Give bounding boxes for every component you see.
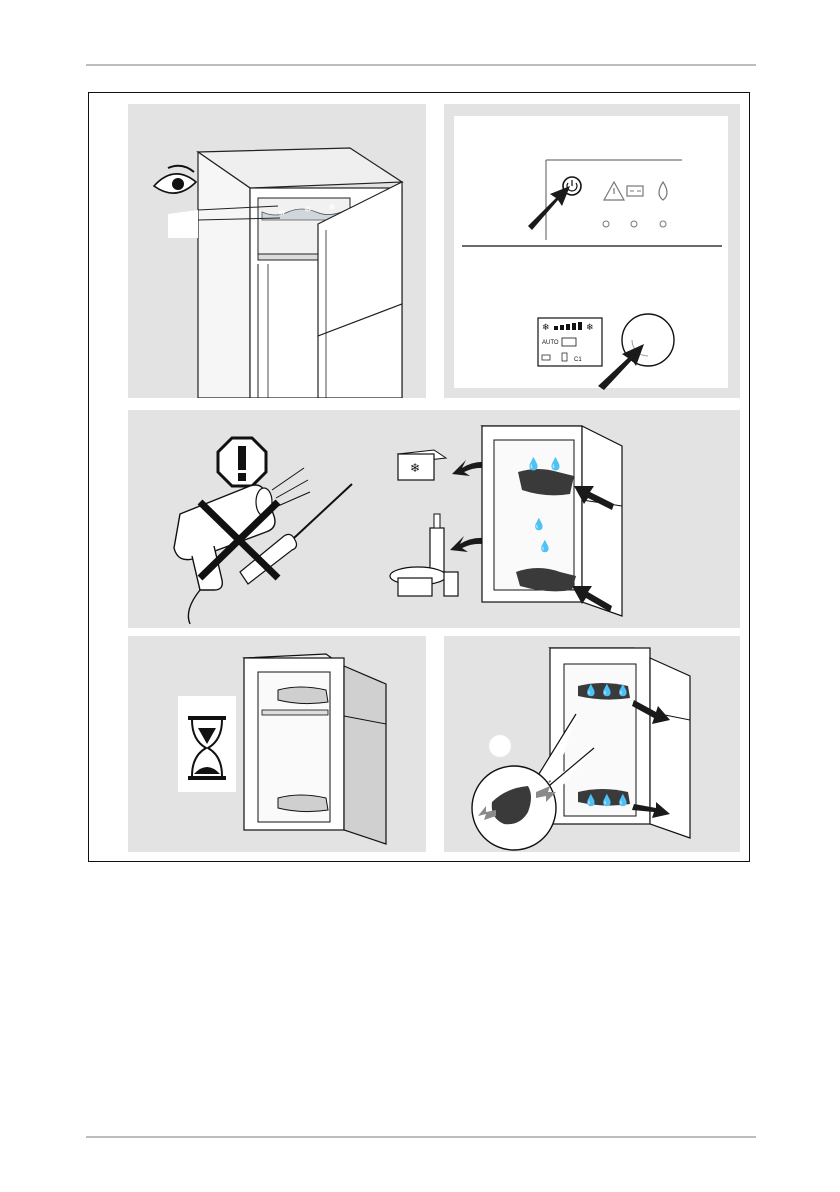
svg-text:💧: 💧	[616, 684, 630, 697]
panel-remove-towels: 💧 💧 💧 💧 💧 💧	[444, 636, 740, 852]
svg-text:💧: 💧	[616, 794, 630, 807]
svg-text:💧: 💧	[600, 794, 614, 807]
svg-text:💧: 💧	[600, 684, 614, 697]
eye-icon	[154, 166, 196, 193]
svg-text:❄: ❄	[328, 202, 336, 212]
svg-text:💧: 💧	[584, 684, 598, 697]
svg-text:❄: ❄	[410, 461, 420, 475]
svg-text:💧: 💧	[532, 518, 546, 531]
hourglass-icon	[178, 696, 236, 792]
svg-text:💧: 💧	[526, 457, 541, 471]
frozen-food-icon: ❄	[398, 450, 446, 480]
display-auto-label: AUTO	[542, 340, 559, 346]
svg-text:❄: ❄	[278, 208, 286, 218]
header-rule	[86, 64, 756, 66]
panel-check-ice: ❄ ❄ ❄	[128, 104, 426, 398]
panel-defrost-prepare: ❄ 💧 💧 💧 💧	[128, 410, 740, 628]
warning-octagon-icon	[218, 438, 266, 486]
footer-rule	[86, 1136, 756, 1138]
panel-switch-off: ❄ ❄ AUTO C1	[444, 104, 740, 398]
svg-text:💧: 💧	[584, 794, 598, 807]
svg-text:❄: ❄	[542, 322, 550, 332]
svg-text:💧: 💧	[548, 457, 563, 471]
food-items-icon	[390, 514, 458, 596]
svg-text:❄: ❄	[586, 322, 594, 332]
battery-icon	[627, 186, 643, 196]
svg-text:❄: ❄	[304, 204, 312, 214]
panel-wait	[128, 636, 426, 852]
display-code-label: C1	[574, 357, 582, 363]
svg-text:💧: 💧	[538, 540, 552, 553]
